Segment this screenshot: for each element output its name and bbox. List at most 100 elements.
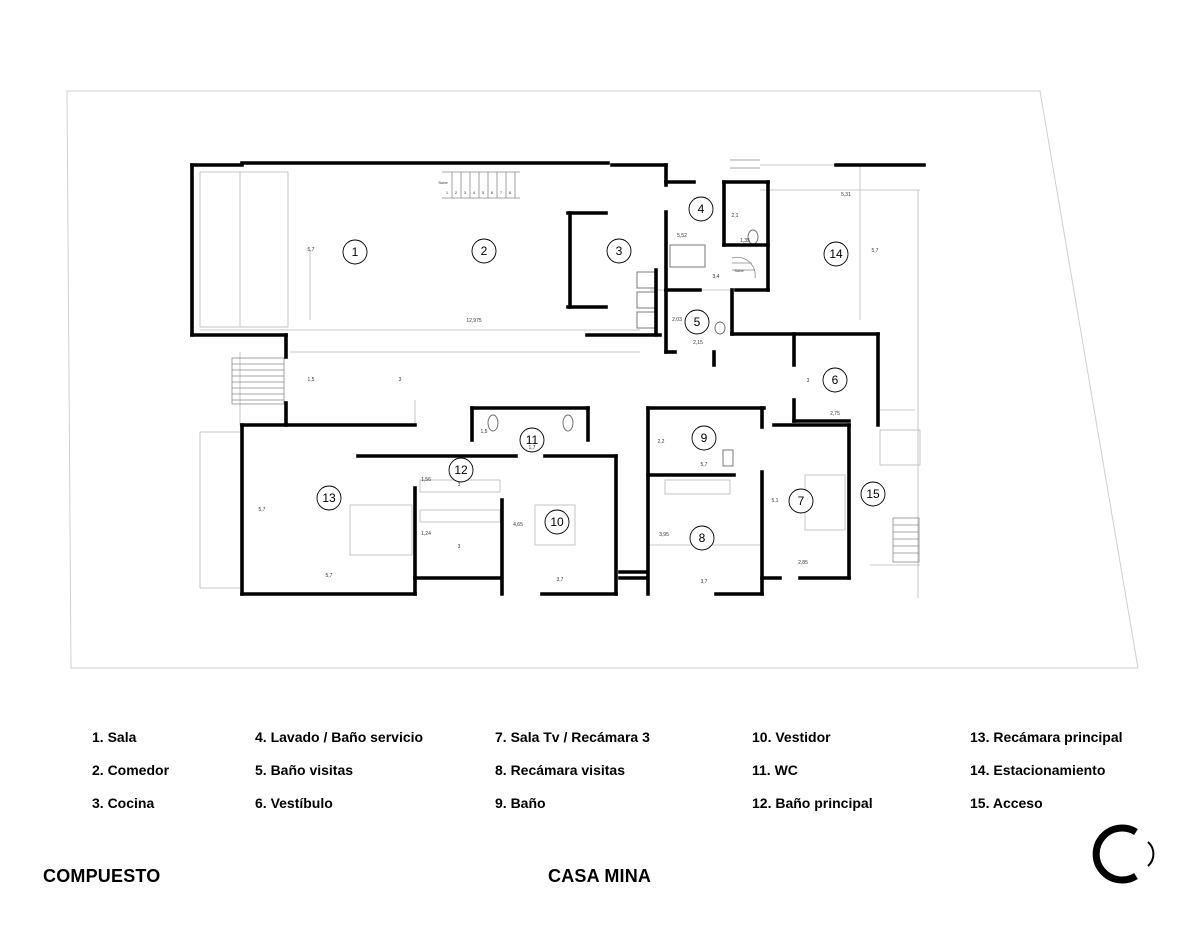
room-marker-6	[822, 367, 848, 393]
dimension-label: 2,2	[658, 439, 665, 445]
dimension-label: 5,7	[308, 247, 315, 253]
stairs-entry	[231, 357, 285, 405]
project-name: CASA MINA	[548, 866, 652, 886]
room-number: 11	[526, 433, 539, 447]
room-number: 6	[832, 373, 839, 387]
room-marker-1	[342, 239, 368, 265]
legend-column: 13. Recámara principal 14. Estacionamien…	[970, 727, 1123, 826]
floor-plan: 1 2 3 4 5 6 7 8 9 10 11 12 13 14 15 5,7 …	[66, 90, 1139, 669]
legend-item: 1. Sala	[92, 729, 137, 745]
room-number: 12	[454, 463, 468, 477]
legend-item: 6. Vestíbulo	[255, 795, 333, 811]
dimension-label: 5,7	[701, 462, 708, 468]
legend-item: 8. Recámara visitas	[495, 762, 625, 778]
dimension-label: 12,975	[466, 318, 482, 324]
dimension-label: 2,75	[830, 411, 840, 417]
legend-item: 15. Acceso	[970, 795, 1043, 811]
dimension-label: 3,7	[557, 577, 564, 583]
stair-step: 7	[500, 190, 503, 195]
legend-column: 7. Sala Tv / Recámara 3 8. Recámara visi…	[495, 727, 650, 826]
dimension-label: 5,7	[259, 507, 266, 513]
stair-step: 3	[464, 190, 467, 195]
legend-item: 4. Lavado / Baño servicio	[255, 729, 424, 745]
legend-item: 13. Recámara principal	[970, 729, 1123, 745]
stair-up-label: Sube	[734, 268, 744, 273]
site-boundary	[66, 90, 1139, 669]
room-marker-11	[519, 427, 545, 453]
stair-step: 8	[509, 190, 512, 195]
room-number: 15	[866, 487, 880, 501]
dimension-label: 1,7	[529, 445, 536, 451]
room-number: 1	[352, 245, 359, 259]
stairs-main	[442, 171, 520, 199]
legend-item: 7. Sala Tv / Recámara 3	[495, 729, 650, 745]
room-marker-3	[606, 238, 632, 264]
room-marker-8	[689, 525, 715, 551]
dimension-label: 5,7	[872, 248, 879, 254]
dimension-label: 1,24	[421, 531, 431, 537]
legend-item: 9. Baño	[495, 795, 546, 811]
dimension-label: 2,1	[732, 213, 739, 219]
stair-step: 5	[482, 190, 485, 195]
stair-step: 1	[446, 190, 449, 195]
room-number: 14	[829, 247, 843, 261]
legend-column: 4. Lavado / Baño servicio 5. Baño visita…	[255, 727, 423, 826]
room-marker-13	[316, 485, 342, 511]
dimension-label: 5,52	[677, 233, 687, 239]
dimension-label: 5,1	[772, 498, 779, 504]
room-number: 8	[699, 531, 706, 545]
stair-step: 2	[455, 190, 458, 195]
dimension-label: 3	[458, 544, 461, 550]
room-number: 4	[698, 202, 705, 216]
room-number: 9	[701, 431, 708, 445]
dimension-label: 2,15	[693, 340, 703, 346]
walls	[190, 161, 926, 596]
room-marker-15	[860, 481, 886, 507]
dimension-label: 4,65	[513, 522, 523, 528]
room-number: 7	[798, 494, 805, 508]
legend-item: 5. Baño visitas	[255, 762, 354, 778]
stair-step: 4	[473, 190, 476, 195]
room-marker-9	[691, 425, 717, 451]
room-markers	[316, 196, 886, 551]
legend-item: 10. Vestidor	[752, 729, 831, 745]
dimension-label: 3	[399, 377, 402, 383]
dimension-label: 3	[807, 378, 810, 384]
dimension-label: 3,95	[659, 532, 669, 538]
room-legend: 1. Sala 2. Comedor 3. Cocina 4. Lavado /…	[0, 727, 1200, 837]
room-marker-10	[544, 509, 570, 535]
room-number: 10	[550, 515, 564, 529]
legend-item: 11. WC	[752, 762, 798, 778]
room-number: 5	[694, 315, 701, 329]
dimension-label: 2,03	[672, 317, 682, 323]
stairs-service	[730, 159, 760, 279]
dimension-label: 5,31	[841, 192, 851, 198]
room-number: 2	[481, 244, 488, 258]
room-number: 3	[616, 244, 623, 258]
room-marker-4	[688, 196, 714, 222]
firm-name: COMPUESTO	[43, 866, 161, 886]
dimension-label: 3	[458, 482, 461, 488]
legend-column: 10. Vestidor 11. WC 12. Baño principal	[752, 727, 873, 826]
stairs-access	[892, 517, 920, 563]
room-marker-2	[471, 238, 497, 264]
dimension-label: 1,5	[308, 377, 315, 383]
room-marker-12	[448, 457, 474, 483]
legend-item: 2. Comedor	[92, 762, 170, 778]
dimension-label: 2,85	[798, 560, 808, 566]
dimension-label: 3,7	[701, 579, 708, 585]
dimension-label: 1,35	[740, 238, 750, 244]
stair-up-label: Sube	[438, 180, 448, 185]
legend-item: 14. Estacionamiento	[970, 762, 1106, 778]
room-marker-14	[823, 241, 849, 267]
legend-item: 3. Cocina	[92, 795, 155, 811]
room-marker-5	[684, 309, 710, 335]
room-marker-7	[788, 488, 814, 514]
dimension-label: 1,56	[421, 477, 431, 483]
legend-item: 12. Baño principal	[752, 795, 873, 811]
stair-step: 6	[491, 190, 494, 195]
room-number: 13	[322, 491, 336, 505]
dimension-label: 1,5	[481, 429, 488, 435]
legend-column: 1. Sala 2. Comedor 3. Cocina	[92, 727, 169, 826]
firm-logo-icon	[1092, 824, 1155, 884]
